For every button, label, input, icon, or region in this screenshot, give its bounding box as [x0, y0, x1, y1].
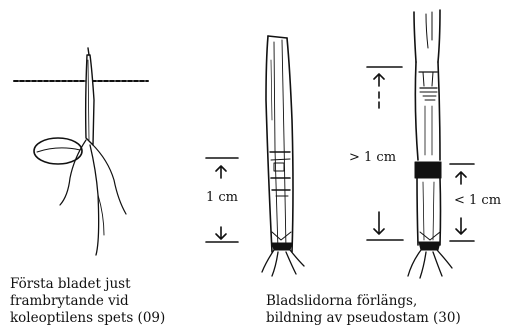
measure-right-upper — [367, 67, 402, 108]
caption-stage-09: Första bladet just frambrytande vid kole… — [10, 276, 165, 327]
root — [290, 250, 304, 266]
label-1cm-middle: 1 cm — [206, 190, 238, 205]
root — [437, 250, 452, 268]
dark-node — [419, 242, 440, 250]
caption-line: Bladslidorna förlängs, — [266, 293, 461, 310]
ligule-band — [415, 162, 441, 178]
caption-line: koleoptilens spets (09) — [10, 310, 165, 327]
label-gt-1cm: > 1 cm — [349, 150, 396, 165]
root — [262, 250, 274, 272]
plant-middle — [262, 36, 304, 276]
root — [433, 252, 442, 276]
root — [272, 252, 278, 276]
seedling-stage-09 — [14, 48, 148, 255]
dark-node — [272, 243, 292, 250]
root — [408, 250, 421, 276]
caption-line: Första bladet just — [10, 276, 165, 293]
caption-line: frambrytande vid — [10, 293, 165, 310]
caption-line: bildning av pseudostam (30) — [266, 310, 461, 327]
plant-right — [408, 10, 452, 278]
root — [420, 252, 426, 278]
caption-stage-30: Bladslidorna förlängs, bildning av pseud… — [266, 293, 461, 327]
root — [90, 145, 99, 255]
measure-right-lower-left — [367, 212, 403, 240]
label-lt-1cm: < 1 cm — [454, 193, 501, 208]
root — [92, 144, 126, 214]
coleoptile — [86, 55, 94, 145]
